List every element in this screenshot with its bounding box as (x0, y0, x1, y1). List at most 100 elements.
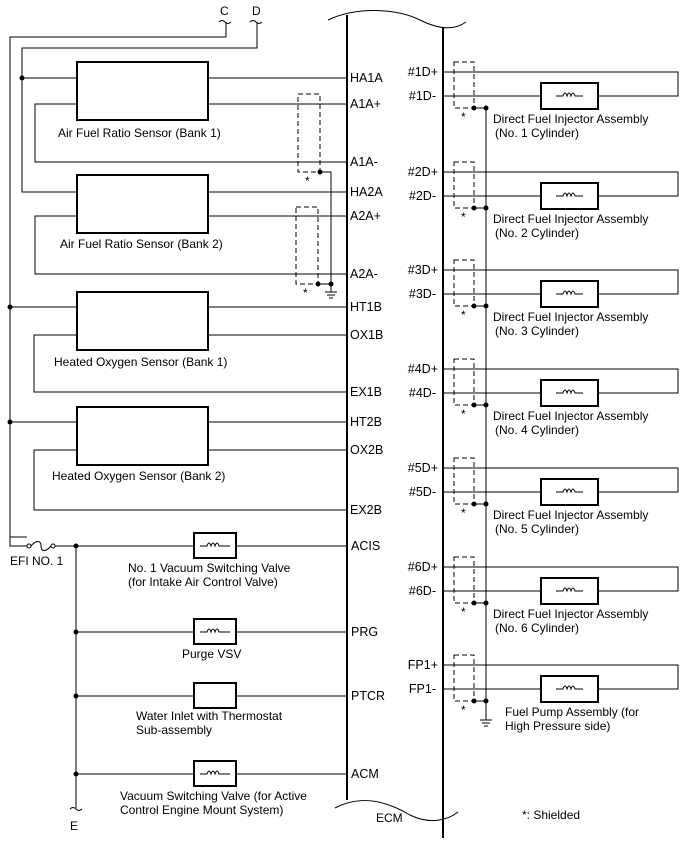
shield-marker: * (305, 174, 310, 188)
wire-c (9, 22, 227, 538)
injector-wire (443, 368, 679, 394)
ho2-sensor-bank1-label: Heated Oxygen Sensor (Bank 1) (54, 355, 227, 369)
wire-d (21, 22, 258, 193)
actuator-acis: No. 1 Vacuum Switching Valve (for Intake… (76, 532, 380, 589)
pin-4d-plus: #4D+ (408, 362, 438, 376)
actuator-ptcr-line1: Water Inlet with Thermostat (136, 709, 283, 723)
shield-icon (453, 556, 475, 604)
actuator-ptcr: Water Inlet with Thermostat Sub-assembly… (73, 682, 385, 737)
injector-1: *#1D+#1D-Direct Fuel Injector Assembly(N… (408, 61, 679, 140)
shield-marker: * (461, 308, 466, 322)
ho2-sensor-bank2-box (76, 406, 209, 466)
ho2-sensor-bank1: Heated Oxygen Sensor (Bank 1) HT1B OX1B … (7, 291, 383, 399)
pin-ptcr: PTCR (351, 689, 385, 703)
injector-box (540, 82, 599, 110)
pin-1d-minus: #1D- (409, 89, 436, 103)
ground-icon (325, 291, 337, 299)
shield-icon (297, 93, 321, 173)
ground-icon (480, 719, 492, 727)
coil-icon (556, 587, 583, 593)
connector-break-icon (69, 807, 83, 811)
pin-ex2b: EX2B (350, 503, 382, 517)
connector-break-icon (218, 20, 232, 24)
injector-wire (443, 269, 679, 295)
pin-fp1-plus: FP1+ (408, 658, 438, 672)
ecm-top-break (327, 10, 467, 29)
shield-icon (453, 654, 475, 702)
connector-c: C (9, 4, 232, 538)
injector-wire (443, 566, 679, 592)
injector-wire (443, 71, 679, 97)
pin-a2a-plus: A2A+ (350, 209, 381, 223)
pin-a2a-minus: A2A- (350, 267, 378, 281)
af-sensor-bank1: Air Fuel Ratio Sensor (Bank 1) * HA1A A1… (19, 61, 383, 284)
injector-box (540, 675, 599, 703)
thermostat-box (193, 682, 237, 709)
shield-icon (453, 457, 475, 505)
shield-marker: * (461, 110, 466, 124)
injector-wire (443, 467, 679, 493)
ground-wire (318, 283, 332, 292)
fuse-efi-no1: EFI NO. 1 E (9, 537, 196, 833)
injector-4: *#4D+#4D-Direct Fuel Injector Assembly(N… (408, 358, 679, 437)
actuator-prg: Purge VSV PRG (73, 618, 378, 661)
pin-fp1-minus: FP1- (409, 682, 436, 696)
connector-e-label: E (70, 819, 78, 833)
component-label-line1: Direct Fuel Injector Assembly (493, 310, 648, 324)
shield-icon (453, 259, 475, 307)
pin-2d-plus: #2D+ (408, 165, 438, 179)
coil-icon (556, 192, 583, 198)
af-sensor-bank2-label: Air Fuel Ratio Sensor (Bank 2) (60, 237, 223, 251)
pin-ex1b: EX1B (350, 385, 382, 399)
pin-ox1b: OX1B (350, 328, 383, 342)
pin-acm: ACM (351, 767, 379, 781)
wire-a2a (34, 215, 347, 275)
wire-a1a (34, 103, 347, 163)
component-label-line1: Direct Fuel Injector Assembly (493, 508, 648, 522)
actuator-acm: Vacuum Switching Valve (for Active Contr… (73, 760, 379, 817)
component-label-line2: (No. 4 Cylinder) (495, 423, 579, 437)
ho2-sensor-bank1-box (76, 291, 209, 351)
injector-box (540, 577, 599, 605)
ho2-sensor-bank2: Heated Oxygen Sensor (Bank 2) HT2B OX2B … (7, 406, 383, 517)
component-label-line2: (No. 5 Cylinder) (495, 522, 579, 536)
legend-shielded: *: Shielded (522, 808, 580, 822)
component-label-line1: Direct Fuel Injector Assembly (493, 607, 648, 621)
coil-icon (556, 92, 583, 98)
pin-a1a-minus: A1A- (350, 155, 378, 169)
injector-5: *#5D+#5D-Direct Fuel Injector Assembly(N… (408, 457, 679, 536)
pin-3d-minus: #3D- (409, 287, 436, 301)
junction-dot (7, 304, 13, 310)
coil-icon (200, 628, 230, 634)
pin-1d-plus: #1D+ (408, 65, 438, 79)
component-label-line2: (No. 1 Cylinder) (495, 126, 579, 140)
af-sensor-bank2: Air Fuel Ratio Sensor (Bank 2) * HA2A A2… (34, 174, 383, 300)
shield-marker: * (461, 210, 466, 224)
shield-icon (295, 206, 319, 285)
connector-c-label: C (220, 4, 229, 18)
coil-icon (556, 488, 583, 494)
component-label-line2: (No. 3 Cylinder) (495, 324, 579, 338)
shield-icon (453, 61, 475, 109)
component-label-line2: High Pressure side) (505, 719, 610, 733)
coil-icon (556, 685, 583, 691)
ecm-label: ECM (376, 811, 403, 825)
coil-icon (200, 542, 230, 548)
ecm-bottom-break (334, 800, 459, 822)
pin-4d-minus: #4D- (409, 386, 436, 400)
shield-icon (453, 161, 475, 209)
pin-5d-plus: #5D+ (408, 461, 438, 475)
ho2-sensor-bank2-label: Heated Oxygen Sensor (Bank 2) (52, 469, 225, 483)
shield-marker: * (303, 286, 308, 300)
injector-box (540, 379, 599, 407)
fuse-terminal (50, 543, 56, 549)
connector-break-icon (249, 20, 263, 24)
injector-3: *#3D+#3D-Direct Fuel Injector Assembly(N… (408, 259, 679, 338)
shield-icon (453, 358, 475, 406)
junction-dot (19, 75, 25, 81)
injector-wire (443, 664, 679, 690)
component-label-line1: Fuel Pump Assembly (for (505, 705, 639, 719)
fuse-terminal (26, 543, 32, 549)
injector-6: *#6D+#6D-Direct Fuel Injector Assembly(N… (408, 556, 679, 635)
